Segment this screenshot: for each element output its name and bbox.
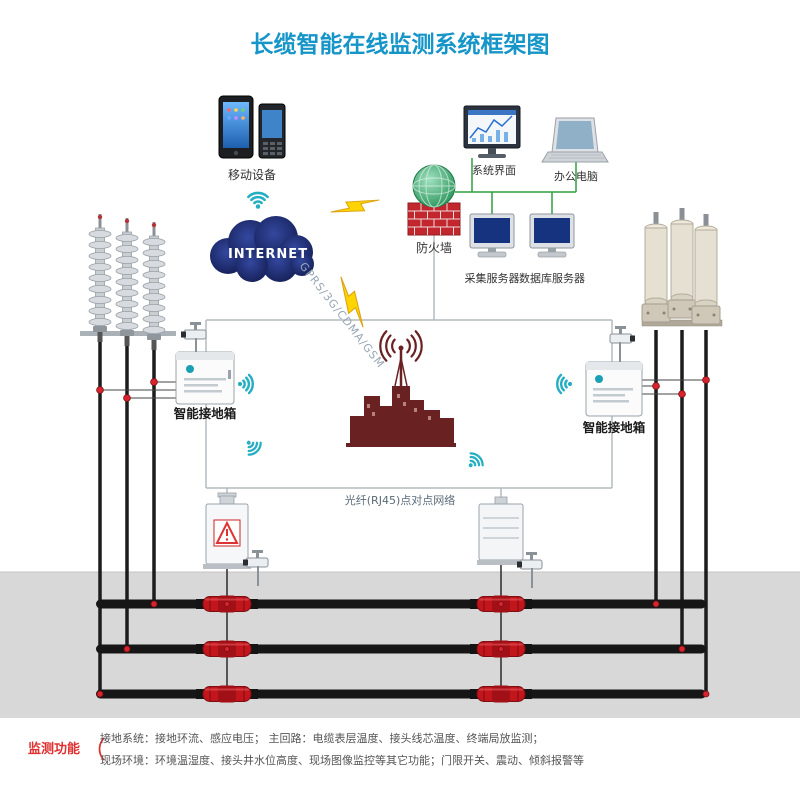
insulator-icon	[142, 221, 166, 351]
power-cable	[96, 599, 706, 609]
grounding-box-right	[585, 361, 643, 417]
power-cable	[96, 644, 706, 654]
internet-cloud-icon: INTERNET	[210, 216, 314, 282]
junction-dots	[96, 600, 710, 698]
smartphone-icon	[258, 103, 286, 159]
box-logo-icon	[595, 375, 603, 383]
footer-heading: 监测功能	[28, 741, 80, 757]
ground-dots-right	[652, 376, 710, 398]
power-cable	[96, 689, 706, 699]
equipment-cabinet-left	[203, 492, 251, 569]
feeder-cables	[98, 330, 708, 694]
firewall-icon	[407, 164, 461, 236]
left-ground-box-label: 智能接地箱	[173, 406, 237, 421]
insulator-icon	[88, 213, 112, 343]
cable-termination-icon	[691, 213, 721, 325]
city-skyline	[346, 330, 456, 447]
monitor-icon	[463, 105, 521, 158]
sensor-wires	[226, 562, 502, 698]
antenna-icon	[379, 330, 423, 387]
warning-triangle-icon	[215, 520, 239, 544]
laptop-icon	[541, 117, 609, 163]
mobile-label: 移动设备	[228, 168, 276, 182]
cable-joint	[469, 685, 533, 703]
equipment-cabinet-right	[477, 496, 525, 565]
box-logo-icon	[186, 365, 194, 373]
office-pc-label: 办公电脑	[554, 170, 598, 183]
network-lines	[205, 235, 613, 504]
insulator-icon	[115, 217, 139, 347]
fiber-link-label: 光纤(RJ45)点对点网络	[345, 493, 455, 507]
footer-line1: 接地系统：接地环流、感应电压； 主回路：电缆表层温度、接头线芯温度、终端局放监测…	[100, 731, 544, 745]
tablet-icon	[218, 95, 254, 159]
cable-termination-icon	[667, 207, 697, 319]
ground-dots-left	[96, 378, 158, 402]
termination-frame	[641, 319, 723, 327]
internet-label: INTERNET	[228, 247, 308, 262]
cable-termination-icon	[641, 211, 671, 323]
collect-server-label: 采集服务器	[465, 271, 520, 285]
right-ground-box-label: 智能接地箱	[582, 420, 646, 435]
page-title: 长缆智能在线监测系统框架图	[251, 31, 550, 58]
firewall-label: 防火墙	[416, 240, 452, 255]
grounding-box-left	[175, 351, 235, 405]
db-server-label: 数据库服务器	[519, 271, 585, 285]
cable-joint	[195, 685, 259, 703]
footer-paren: （	[82, 736, 106, 764]
footer-line2: 现场环境：环境温湿度、接头井水位高度、现场图像监控等其它功能；门限开关、震动、倾…	[100, 753, 584, 767]
system-ui-label: 系统界面	[472, 164, 516, 177]
lan-lines	[455, 158, 577, 214]
